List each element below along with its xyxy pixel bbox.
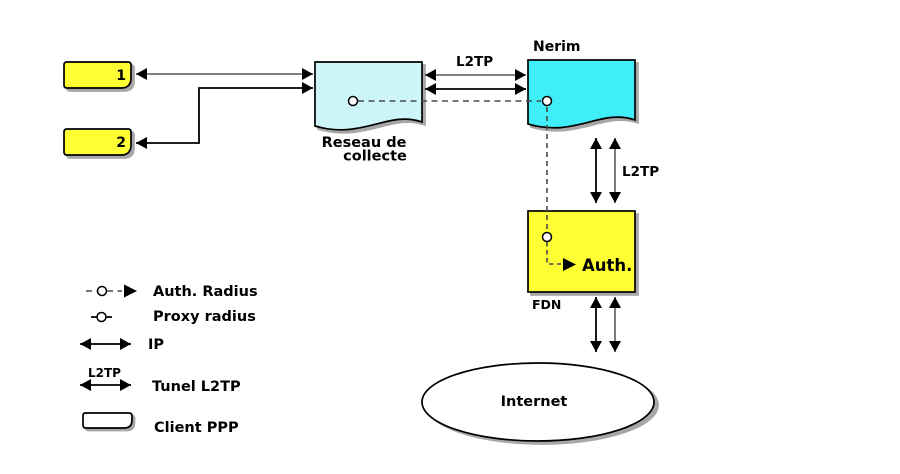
legend-auth-radius-label: Auth. Radius xyxy=(153,284,258,300)
internet-label: Internet xyxy=(501,394,568,410)
ip-arrow-client2-reseau xyxy=(136,82,313,149)
proxy-radius-circle-reseau xyxy=(347,95,359,107)
nerim-label: Nerim xyxy=(533,39,581,55)
legend-proxy-radius-label: Proxy radius xyxy=(153,309,256,325)
legend-ip-label: IP xyxy=(148,337,164,353)
reseau-label-line2: collecte xyxy=(343,149,407,165)
proxy-radius-circle-auth xyxy=(541,231,553,243)
legend-l2tp-arrow-label: L2TP xyxy=(88,366,121,380)
client-ppp-box-2 xyxy=(63,128,132,156)
legend-tunnel-l2tp-label: Tunel L2TP xyxy=(152,379,241,395)
client-ppp-box-1 xyxy=(63,61,132,89)
legend-client-ppp-box xyxy=(82,412,133,429)
auth-label: Auth. xyxy=(582,256,632,275)
auth-radius-arrowhead xyxy=(563,258,576,271)
l2tp-horizontal-label: L2TP xyxy=(456,54,493,70)
legend-auth-radius-circle xyxy=(96,285,108,297)
l2tp-vertical-label: L2TP xyxy=(622,164,659,180)
client1-label: 1 xyxy=(116,68,126,84)
client2-label: 2 xyxy=(116,135,126,151)
proxy-radius-circle-nerim xyxy=(541,95,553,107)
reseau-label-line1: Reseau de xyxy=(322,135,407,151)
internet-ellipse xyxy=(421,362,655,442)
legend-client-ppp-label: Client PPP xyxy=(154,420,239,436)
reseau-de-collecte-shape xyxy=(314,61,423,131)
nerim-shape xyxy=(527,59,636,129)
legend: Auth. Radius Proxy radius IP L2TP Tunel … xyxy=(80,284,258,436)
legend-auth-radius-arrowhead xyxy=(124,284,137,298)
legend-proxy-radius-circle xyxy=(96,311,107,323)
auth-server-box xyxy=(527,210,636,293)
fdn-label: FDN xyxy=(532,297,561,312)
